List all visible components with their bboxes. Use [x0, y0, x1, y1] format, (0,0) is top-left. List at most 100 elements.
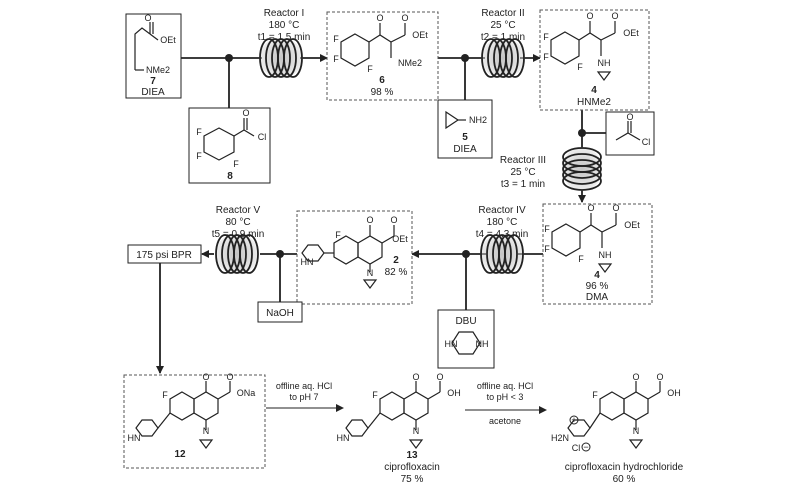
compound-12-number: 12	[174, 449, 186, 460]
compound-2-n: N	[367, 268, 374, 278]
dbu-piperazine-box: DBU HN NH	[437, 309, 495, 369]
reactor-2-label: Reactor II 25 °C t2 = 1 min	[481, 8, 525, 43]
step-2-solvent: acetone	[489, 416, 521, 426]
compound-13-carbonyl-o2: O	[436, 372, 443, 382]
compound-7-number: 7	[150, 76, 156, 87]
compound-6-number: 6	[379, 75, 385, 86]
acetyl-chloride-cl: Cl	[642, 137, 651, 147]
compound-4a-f3: F	[577, 62, 583, 72]
compound-2-f: F	[335, 230, 341, 240]
bpr-label: 175 psi BPR	[136, 250, 192, 261]
compound-6-amine: NMe2	[398, 58, 422, 68]
compound-2-number: 2	[393, 255, 399, 266]
reactor-2-coil	[481, 38, 525, 78]
compound-7-reagent: DIEA	[141, 87, 165, 98]
compound-6-box: O O OEt NMe2 F F F 6 98 %	[326, 11, 439, 101]
compound-6-carbonyl-o2: O	[401, 13, 408, 23]
compound-5-amine: NH2	[469, 115, 487, 125]
junction-5	[276, 250, 284, 258]
compound-13-number: 13	[406, 450, 418, 461]
compound-4a-amine: NH	[598, 58, 611, 68]
compound-8-cl: Cl	[258, 132, 267, 142]
compound-4a-box: O O OEt NH F F F 4 HNMe2	[539, 9, 650, 111]
compound-2-hn: HN	[301, 257, 314, 267]
compound-12-box: O O ONa F HN N 12	[123, 372, 266, 469]
compound-4b-carbonyl-o1: O	[587, 203, 594, 213]
compound-4b-box: O O OEt NH F F F 4 96 % DMA	[542, 203, 653, 305]
compound-8-f3: F	[233, 159, 239, 169]
step-2: offline aq. HCl to pH < 3 acetone	[465, 381, 547, 426]
compound-4b-amine: NH	[599, 250, 612, 260]
compound-4b-carbonyl-o2: O	[612, 203, 619, 213]
reactor-3-coil	[562, 147, 602, 191]
compound-4a-f2: F	[543, 52, 549, 62]
compound-12-carbonyl-o1: O	[202, 372, 209, 382]
compound-4b-f1: F	[544, 224, 550, 234]
reactor-3-name: Reactor III	[500, 155, 546, 166]
compound-13-yield: 75 %	[401, 474, 424, 485]
compound-2-carbonyl-o2: O	[390, 215, 397, 225]
compound-7-amine: NMe2	[146, 65, 170, 75]
cipro-hcl-carbonyl-o1: O	[632, 372, 639, 382]
reactor-5-time: t5 = 0.9 min	[212, 229, 265, 240]
compound-4b-solvent: DMA	[586, 292, 609, 303]
compound-13-acid: OH	[447, 388, 461, 398]
step-2-line-1: offline aq. HCl	[477, 381, 533, 391]
reactor-4-name: Reactor IV	[478, 205, 526, 216]
compound-8-f1: F	[196, 127, 202, 137]
step-1-line-1: offline aq. HCl	[276, 381, 332, 391]
piperazine-hn: HN	[445, 339, 458, 349]
reactor-5-name: Reactor V	[216, 205, 261, 216]
cipro-hcl-minus: −	[583, 442, 588, 452]
compound-12-f: F	[162, 390, 168, 400]
compound-2-box: O O OEt F HN N 2 82 %	[296, 210, 413, 305]
reactor-2-temp: 25 °C	[490, 20, 515, 31]
reactor-5-label: Reactor V 80 °C t5 = 0.9 min	[212, 205, 265, 240]
dbu-label: DBU	[455, 316, 476, 327]
compound-12-carboxylate: ONa	[237, 388, 256, 398]
compound-6-yield: 98 %	[371, 87, 394, 98]
compound-4a-number: 4	[591, 85, 597, 96]
compound-4a-ester: OEt	[623, 28, 639, 38]
compound-6-f1: F	[333, 34, 339, 44]
compound-8-box: O Cl F F F 8	[188, 107, 271, 184]
reactor-1-name: Reactor I	[264, 8, 305, 19]
compound-4b-ester: OEt	[624, 220, 640, 230]
reactor-3-temp: 25 °C	[510, 167, 535, 178]
compound-8-carbonyl-o: O	[242, 108, 249, 118]
reactor-3-label: Reactor III 25 °C t3 = 1 min	[500, 155, 546, 190]
compound-13-carbonyl-o1: O	[412, 372, 419, 382]
compound-7-ester: OEt	[160, 35, 176, 45]
step-2-line-2: to pH < 3	[487, 392, 524, 402]
cipro-hcl-name: ciprofloxacin hydrochloride	[565, 462, 684, 473]
compound-4b-f3: F	[578, 254, 584, 264]
compound-12-n: N	[203, 426, 210, 436]
reactor-4-temp: 180 °C	[487, 217, 518, 228]
junction-1	[225, 54, 233, 62]
compound-2-ester: OEt	[392, 234, 408, 244]
ciprofloxacin-hcl: O O OH F H2N N + Cl − ciprofloxacin hydr…	[551, 372, 684, 485]
reactor-1-label: Reactor I 180 °C t1 = 1.5 min	[258, 8, 311, 43]
compound-13-hn: HN	[337, 433, 350, 443]
acetyl-chloride-o: O	[626, 112, 633, 122]
reactor-5-temp: 80 °C	[225, 217, 250, 228]
cipro-hcl-h2n: H2N	[551, 433, 569, 443]
cipro-hcl-yield: 60 %	[613, 474, 636, 485]
junction-3	[578, 129, 586, 137]
step-1: offline aq. HCl to pH 7	[266, 381, 344, 412]
naoh-box: NaOH	[257, 301, 303, 323]
compound-5-reagent: DIEA	[453, 144, 477, 155]
compound-4b-number: 4	[594, 270, 600, 281]
step-1-line-2: to pH 7	[289, 392, 318, 402]
compound-13-name: ciprofloxacin	[384, 462, 440, 473]
reactor-2-time: t2 = 1 min	[481, 32, 525, 43]
compound-8-f2: F	[196, 151, 202, 161]
cipro-hcl-acid: OH	[667, 388, 681, 398]
compound-6-f2: F	[333, 54, 339, 64]
reactor-3-time: t3 = 1 min	[501, 179, 545, 190]
reactor-5-coil	[215, 234, 259, 274]
cipro-hcl-f: F	[592, 390, 598, 400]
compound-5-box: NH2 5 DIEA	[437, 99, 493, 159]
compound-7-box: O OEt NMe2 7 DIEA	[125, 13, 182, 99]
